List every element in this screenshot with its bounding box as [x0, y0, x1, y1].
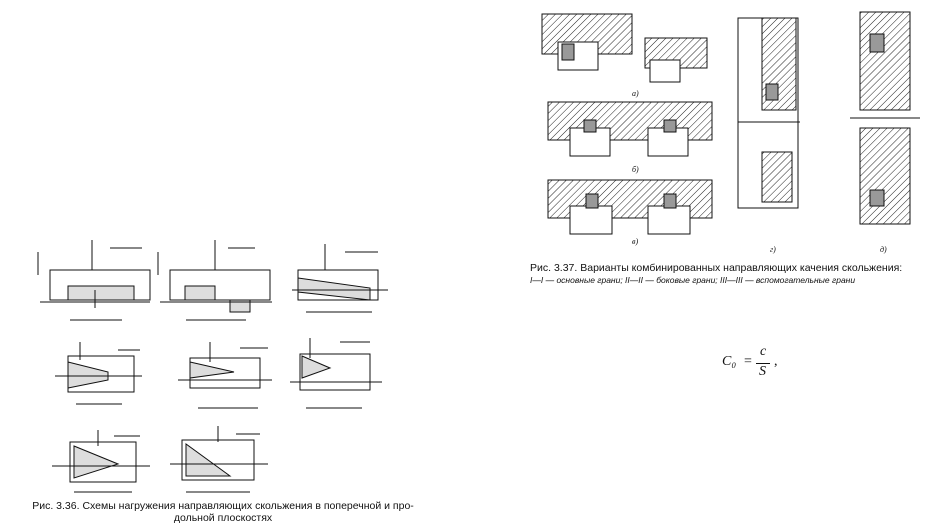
loading-scheme-5	[178, 342, 272, 409]
sublabel-v: в)	[632, 237, 638, 246]
formula-numerator: c	[760, 344, 767, 359]
formula-fraction-bar	[756, 363, 770, 364]
sublabel-g: г)	[770, 245, 776, 254]
figure-3-37-caption-line1: Рис. 3.37. Варианты комбинированных напр…	[530, 262, 903, 274]
figure-3-36-diagram	[37, 240, 388, 493]
guide-variant-v	[547, 179, 713, 235]
figure-3-36-caption: Рис. 3.36. Схемы нагружения направляющих…	[8, 500, 438, 524]
loading-scheme-3	[292, 244, 388, 313]
figure-3-36-caption-line2: дольной плоскостях	[173, 512, 273, 524]
guide-variant-a	[541, 13, 708, 83]
formula-eq: =	[744, 354, 752, 369]
figure-3-37-caption: Рис. 3.37. Варианты комбинированных напр…	[530, 262, 930, 286]
loading-scheme-2	[157, 240, 272, 321]
loading-scheme-7	[52, 430, 150, 493]
formula-denominator: S	[759, 364, 766, 379]
formula-lhs: C₀	[722, 354, 737, 369]
guide-variant-b	[547, 101, 713, 157]
loading-scheme-8	[170, 426, 268, 493]
loading-scheme-1	[37, 240, 151, 321]
loading-scheme-4	[55, 342, 142, 405]
figure-3-37-diagram: а) б) в) г) д)	[541, 11, 920, 254]
formula-c0: C₀ = c S ,	[722, 344, 802, 384]
sublabel-d: д)	[880, 245, 887, 254]
sublabel-b: б)	[632, 165, 639, 174]
guide-variant-g	[737, 17, 800, 209]
loading-scheme-6	[290, 338, 382, 409]
sublabel-a: а)	[632, 89, 639, 98]
figure-3-36-caption-line1: Рис. 3.36. Схемы нагружения направляющих…	[32, 500, 414, 512]
figure-3-37-caption-line2: I—I — основные грани; II—II — боковые гр…	[530, 275, 856, 285]
guide-variant-d	[850, 11, 920, 225]
formula-tail: ,	[774, 354, 778, 369]
